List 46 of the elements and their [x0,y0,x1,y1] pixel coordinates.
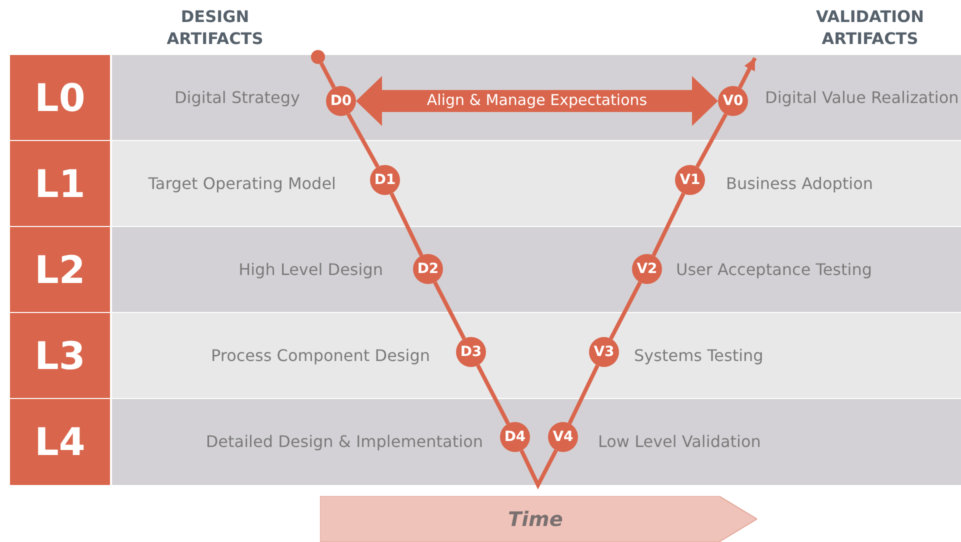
time-arrow: Time [320,496,757,542]
level-band [112,227,961,312]
connector-line [319,62,336,89]
level-box: L1 [10,141,110,226]
validation-artifact-label: Digital Value Realization [765,88,959,106]
level-band [112,313,961,398]
stage-circle: D1 [370,165,400,195]
connector-line [520,449,558,490]
level-box: L3 [10,313,110,398]
connector-line [390,192,424,256]
double-arrow [356,76,718,126]
level-band [112,399,961,485]
design-artifact-label: High Level Design [238,260,383,278]
connector-line [568,364,600,424]
level-box: L2 [10,227,110,312]
stage-circle: V3 [589,337,619,367]
stage-circle: V1 [675,165,705,195]
connector-line [433,281,466,340]
design-artifact-label: Detailed Design & Implementation [206,432,483,451]
design-artifact-label: Digital Strategy [174,88,300,106]
validation-artifact-label: Systems Testing [634,346,764,364]
level-band [112,141,961,226]
validation-artifact-label: Business Adoption [726,174,874,192]
start-dot [311,50,325,64]
arrow [738,57,757,89]
stage-circle: V4 [548,422,578,452]
validation-artifact-label: User Acceptance Testing [676,260,872,278]
stage-circle: V0 [718,86,748,116]
design-artifact-label: Target Operating Model [148,174,336,192]
edge-label: Align & Manage Expectations [426,91,648,109]
connector-line [476,364,510,425]
stage-circle: D0 [326,86,356,116]
stage-circle: V2 [632,254,662,284]
column-heading: VALIDATION ARTIFACTS [814,6,926,50]
level-box: L0 [10,55,110,140]
connector-line [695,113,728,168]
validation-artifact-label: Low Level Validation [598,432,761,451]
connector-line [346,113,380,168]
connector-line [609,281,642,340]
column-heading: DESIGN ARTIFACTS [166,6,264,50]
stage-circle: D2 [413,254,443,284]
connector-line [652,192,686,256]
design-artifact-label: Process Component Design [211,346,430,364]
level-box: L4 [10,399,110,485]
stage-circle: D4 [500,422,530,452]
stage-circle: D3 [456,337,486,367]
